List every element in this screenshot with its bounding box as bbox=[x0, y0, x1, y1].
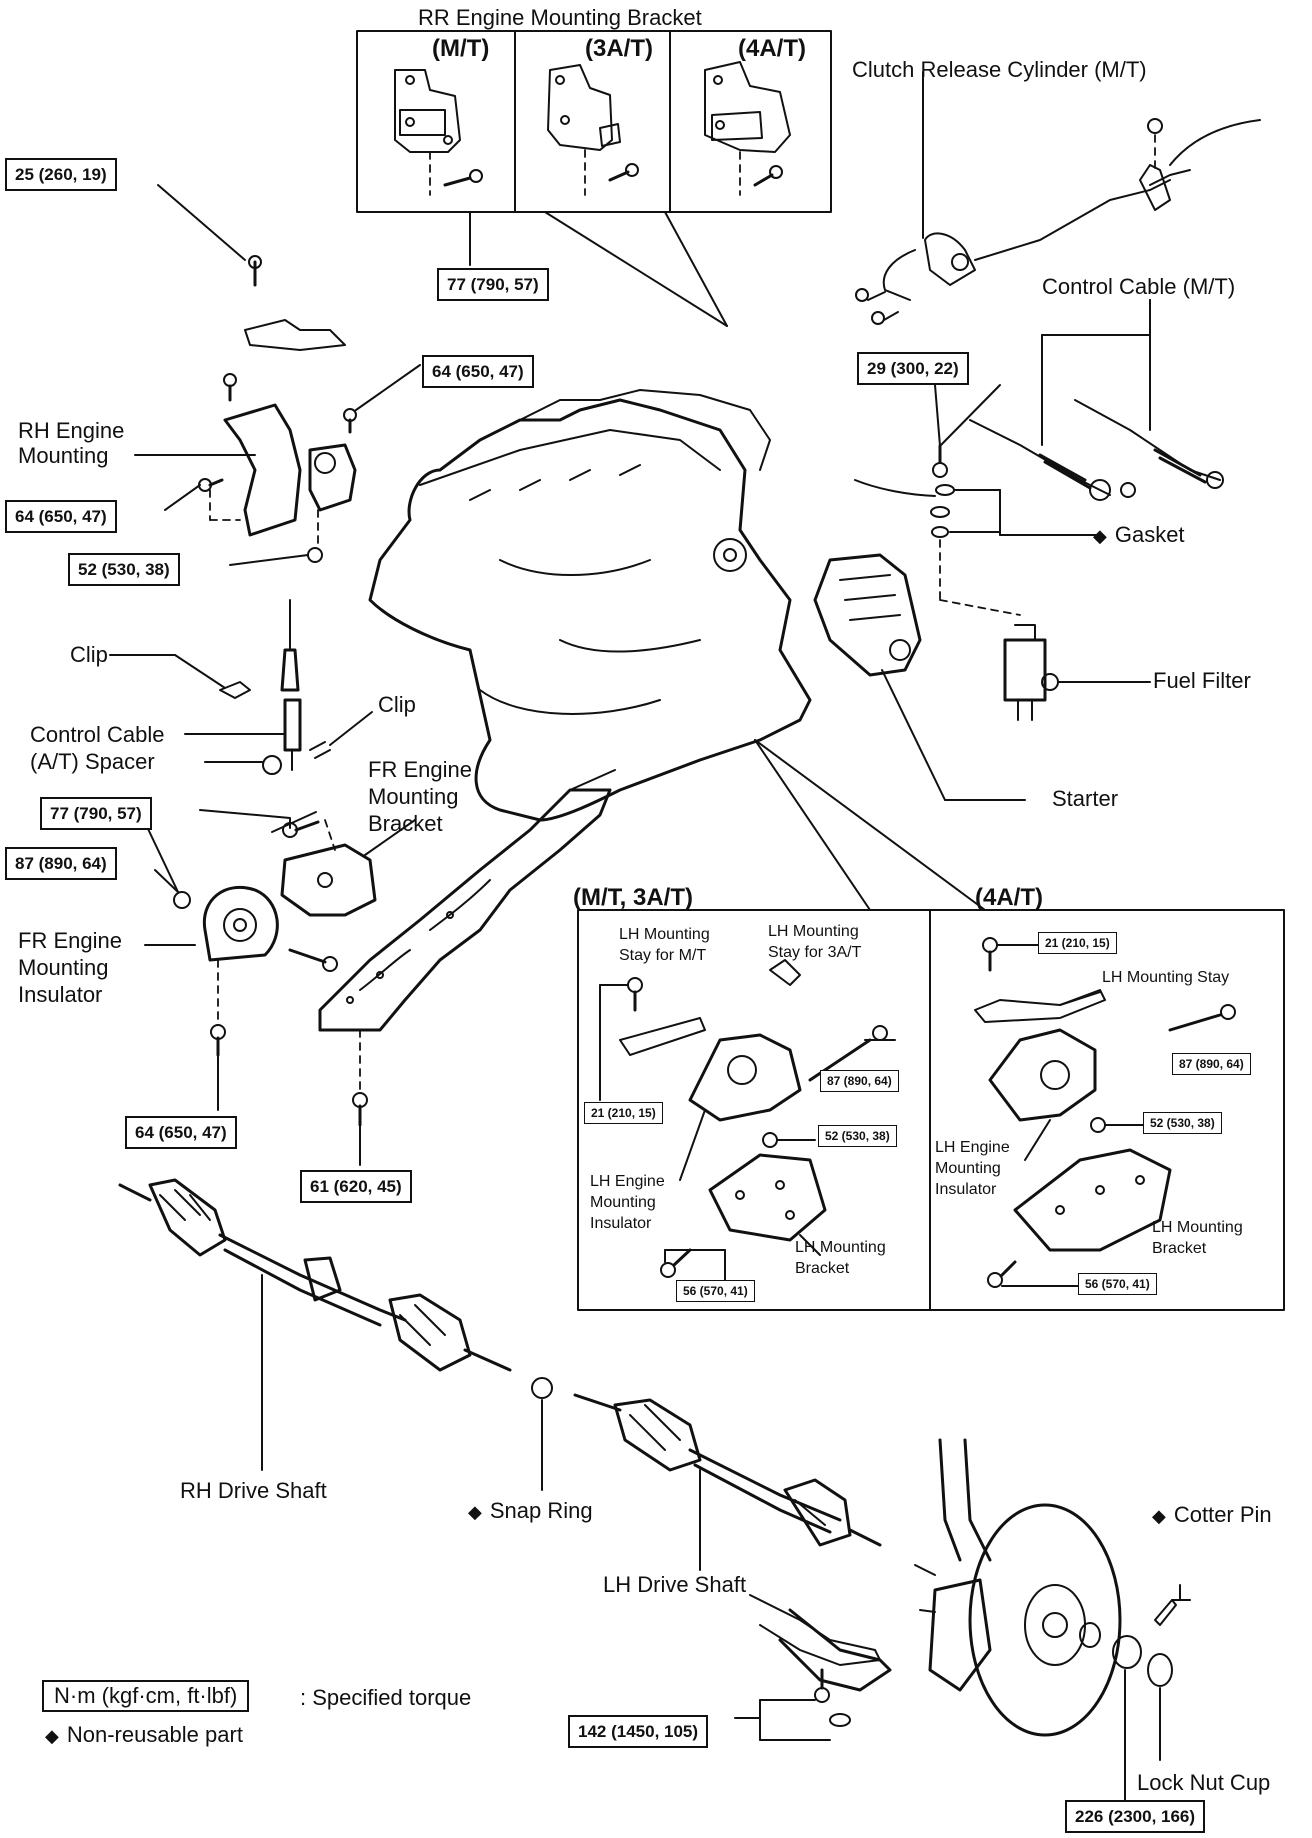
cotter-pin-text: Cotter Pin bbox=[1173, 1502, 1272, 1527]
variant-mt-label: (M/T) bbox=[432, 35, 490, 62]
lh-bracket-b-label-1: LH Mounting bbox=[1152, 1219, 1243, 1236]
legend-unit-box: N·m (kgf·cm, ft·lbf) bbox=[42, 1680, 250, 1712]
torque-box: 52 (530, 38) bbox=[68, 553, 180, 586]
starter-label: Starter bbox=[1052, 786, 1119, 811]
lh-bracket-a-label-1: LH Mounting bbox=[795, 1239, 886, 1256]
variant-3at-label: (3A/T) bbox=[585, 35, 653, 62]
fr-bracket-label-2: Mounting bbox=[368, 784, 459, 809]
lh-stay-4at-label: LH Mounting Stay bbox=[1102, 969, 1230, 986]
torque-box: 21 (210, 15) bbox=[1038, 932, 1117, 954]
fr-insulator-label-1: FR Engine bbox=[18, 928, 122, 953]
cotter-pin-label: ◆ Cotter Pin bbox=[1152, 1502, 1272, 1529]
torque-box: 52 (530, 38) bbox=[818, 1125, 897, 1147]
snap-ring-text: Snap Ring bbox=[489, 1498, 593, 1523]
lh-stay-mt-label-1: LH Mounting bbox=[619, 926, 710, 943]
lower-arm-part bbox=[734, 1594, 881, 1741]
torque-box: 56 (570, 41) bbox=[1078, 1273, 1157, 1295]
gasket-text: Gasket bbox=[1114, 522, 1185, 547]
rh-drive-shaft-part bbox=[118, 1178, 512, 1471]
torque-box: 29 (300, 22) bbox=[857, 352, 969, 385]
leader-lines bbox=[139, 384, 1001, 893]
fr-insulator-label-2: Mounting bbox=[18, 955, 109, 980]
lh-insulator-a-label-2: Mounting bbox=[590, 1194, 656, 1211]
lh-bracket-a-label-2: Bracket bbox=[795, 1260, 850, 1277]
rr-bracket-mt bbox=[394, 69, 483, 196]
suspension-member bbox=[318, 769, 616, 1166]
control-cable-at-part bbox=[109, 599, 373, 775]
lh-group-frames bbox=[577, 739, 1285, 1311]
torque-box: 64 (650, 47) bbox=[125, 1116, 237, 1149]
lh-stay-3at-label-1: LH Mounting bbox=[768, 923, 859, 940]
control-cable-at-label-2: (A/T) Spacer bbox=[30, 749, 155, 774]
fr-bracket-label-3: Bracket bbox=[368, 811, 443, 836]
clip-label-1: Clip bbox=[70, 642, 108, 667]
torque-box: 77 (790, 57) bbox=[40, 797, 152, 830]
clutch-cylinder-part bbox=[855, 71, 1261, 325]
torque-box: 52 (530, 38) bbox=[1143, 1112, 1222, 1134]
rh-engine-mount-part bbox=[134, 403, 357, 566]
torque-box: 87 (890, 64) bbox=[820, 1070, 899, 1092]
lh-insulator-a-label-1: LH Engine bbox=[590, 1173, 665, 1190]
fr-bracket-label-1: FR Engine bbox=[368, 757, 472, 782]
control-cable-at-label-1: Control Cable bbox=[30, 722, 165, 747]
rr-bracket-title: RR Engine Mounting Bracket bbox=[418, 5, 702, 30]
fuel-filter-label: Fuel Filter bbox=[1153, 668, 1251, 693]
lh-insulator-b-label-3: Insulator bbox=[935, 1181, 997, 1198]
clip-label-2: Clip bbox=[378, 692, 416, 717]
rh-engine-mounting-label-1: RH Engine bbox=[18, 418, 125, 443]
rh-drive-shaft-label: RH Drive Shaft bbox=[180, 1478, 327, 1503]
legend-nonreusable-text: Non-reusable part bbox=[66, 1722, 243, 1747]
control-cable-mt-part bbox=[969, 299, 1224, 501]
torque-box: 77 (790, 57) bbox=[437, 268, 549, 301]
lh-stay-3at-label-2: Stay for 3A/T bbox=[768, 944, 862, 961]
engine-block bbox=[368, 389, 812, 822]
rh-engine-mounting-label-2: Mounting bbox=[18, 443, 109, 468]
rr-bracket-3at bbox=[547, 64, 639, 196]
knuckle-hub-part bbox=[778, 1438, 1191, 1801]
mt3at-group-label: (M/T, 3A/T) bbox=[573, 884, 693, 911]
lock-nut-cup-label: Lock Nut Cup bbox=[1137, 1770, 1271, 1795]
gasket-label: ◆ Gasket bbox=[1093, 522, 1185, 549]
lh-drive-shaft-part bbox=[573, 1393, 882, 1571]
nonreusable-diamond-icon: ◆ bbox=[468, 1502, 482, 1522]
torque-box: 87 (890, 64) bbox=[5, 847, 117, 880]
torque-box: 61 (620, 45) bbox=[300, 1170, 412, 1203]
lh-insulator-a-label-3: Insulator bbox=[590, 1215, 652, 1232]
lh-insulator-b-label-1: LH Engine bbox=[935, 1139, 1010, 1156]
lh-bracket-b-label-2: Bracket bbox=[1152, 1240, 1207, 1257]
lh-insulator-b-label-2: Mounting bbox=[935, 1160, 1001, 1177]
legend-unit-desc: : Specified torque bbox=[300, 1685, 472, 1710]
nonreusable-diamond-icon: ◆ bbox=[45, 1726, 59, 1746]
torque-box: 64 (650, 47) bbox=[422, 355, 534, 388]
snap-ring-part bbox=[531, 1377, 553, 1491]
rr-bracket-4at bbox=[704, 61, 791, 196]
at4-group-label: (4A/T) bbox=[975, 884, 1043, 911]
lh-mt3at-parts bbox=[599, 959, 896, 1281]
starter-part bbox=[813, 553, 1026, 801]
torque-box: 226 (2300, 166) bbox=[1065, 1800, 1206, 1833]
clutch-release-cylinder-label: Clutch Release Cylinder (M/T) bbox=[852, 57, 1147, 82]
torque-box: 21 (210, 15) bbox=[584, 1102, 663, 1124]
fuel-filter-part bbox=[854, 444, 1151, 721]
lh-4at-parts bbox=[974, 937, 1236, 1288]
legend-nonreusable: ◆ Non-reusable part bbox=[45, 1722, 243, 1749]
control-cable-mt-label: Control Cable (M/T) bbox=[1042, 274, 1236, 299]
torque-box: 56 (570, 41) bbox=[676, 1280, 755, 1302]
lh-stay-mt-label-2: Stay for M/T bbox=[619, 947, 707, 964]
lh-drive-shaft-label: LH Drive Shaft bbox=[603, 1572, 747, 1597]
nonreusable-diamond-icon: ◆ bbox=[1152, 1506, 1166, 1526]
torque-box: 25 (260, 19) bbox=[5, 158, 117, 191]
torque-box: 142 (1450, 105) bbox=[568, 1715, 709, 1748]
fr-insulator-label-3: Insulator bbox=[18, 982, 103, 1007]
fr-mount-part bbox=[144, 809, 416, 1111]
nonreusable-diamond-icon: ◆ bbox=[1093, 526, 1107, 546]
torque-box: 64 (650, 47) bbox=[5, 500, 117, 533]
variant-4at-label: (4A/T) bbox=[738, 35, 806, 62]
torque-box: 87 (890, 64) bbox=[1172, 1053, 1251, 1075]
snap-ring-label: ◆ Snap Ring bbox=[468, 1498, 593, 1525]
rh-top-stay bbox=[157, 184, 421, 434]
rr-bracket-frame bbox=[356, 30, 832, 327]
